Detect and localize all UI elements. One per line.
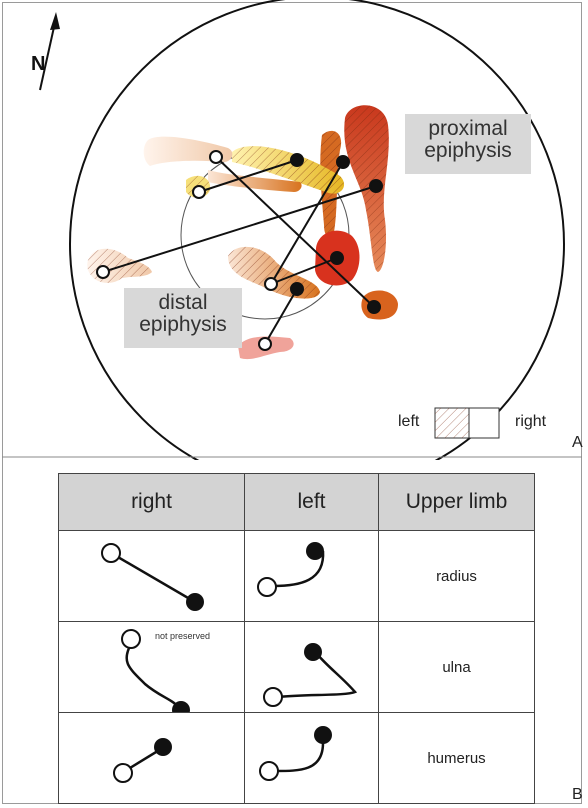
- radius-right-symbol: [59, 531, 245, 621]
- ulna-right-glyph: not preserved: [59, 622, 245, 713]
- filled-endpoint: [291, 154, 303, 166]
- stereonet-diagram: N: [0, 0, 588, 460]
- humerus-left-glyph: [245, 713, 379, 804]
- table-header-row: right left Upper limb: [59, 474, 535, 531]
- distal-label-line2: epiphysis: [124, 314, 242, 336]
- open-endpoint: [210, 151, 222, 163]
- humerus-left-symbol: [245, 713, 379, 803]
- open-endpoint: [259, 338, 271, 350]
- bone-name-radius: radius: [379, 531, 535, 622]
- humerus-right-glyph: [59, 713, 245, 804]
- humerus-right-symbol: [59, 713, 245, 803]
- header-left: left: [245, 474, 379, 531]
- radius-left-symbol: [245, 531, 379, 621]
- table-row: humerus: [59, 713, 535, 804]
- filled-endpoint: [331, 252, 343, 264]
- radius-left-glyph: [245, 531, 379, 622]
- proximal-epiphysis-label: proximal epiphysis: [405, 114, 531, 174]
- legend-left-label: left: [398, 413, 419, 431]
- panel-label-b: B: [572, 786, 583, 804]
- filled-endpoint: [368, 301, 380, 313]
- legend-swatches: [435, 408, 499, 438]
- stereonet-primitive-circle: [70, 0, 564, 460]
- distal-epiphysis-label: distal epiphysis: [124, 288, 242, 348]
- radius-right-glyph: [59, 531, 245, 622]
- proximal-label-line1: proximal: [405, 118, 531, 140]
- header-upper-limb: Upper limb: [379, 474, 535, 531]
- legend-right-label: right: [515, 413, 546, 431]
- ulna-left-glyph: [245, 622, 379, 713]
- upper-limb-table: right left Upper limb radius: [58, 473, 535, 804]
- bone-name-ulna: ulna: [379, 622, 535, 713]
- ulna-left-symbol: [245, 622, 379, 712]
- open-endpoint: [265, 278, 277, 290]
- distal-label-line1: distal: [124, 292, 242, 314]
- open-endpoint: [193, 186, 205, 198]
- panel-label-a: A: [572, 434, 583, 452]
- table-row: not preserved ulna: [59, 622, 535, 713]
- open-endpoint: [97, 266, 109, 278]
- not-preserved-note: not preserved: [155, 631, 210, 641]
- table-row: radius: [59, 531, 535, 622]
- ulna-right-symbol: [59, 622, 245, 712]
- proximal-label-line2: epiphysis: [405, 140, 531, 162]
- header-right: right: [59, 474, 245, 531]
- bone-name-humerus: humerus: [379, 713, 535, 804]
- filled-endpoint: [370, 180, 382, 192]
- legend-right-swatch: [469, 408, 499, 438]
- filled-endpoint: [337, 156, 349, 168]
- north-arrow-icon: N: [31, 12, 60, 90]
- filled-endpoint: [291, 283, 303, 295]
- north-label: N: [31, 53, 45, 75]
